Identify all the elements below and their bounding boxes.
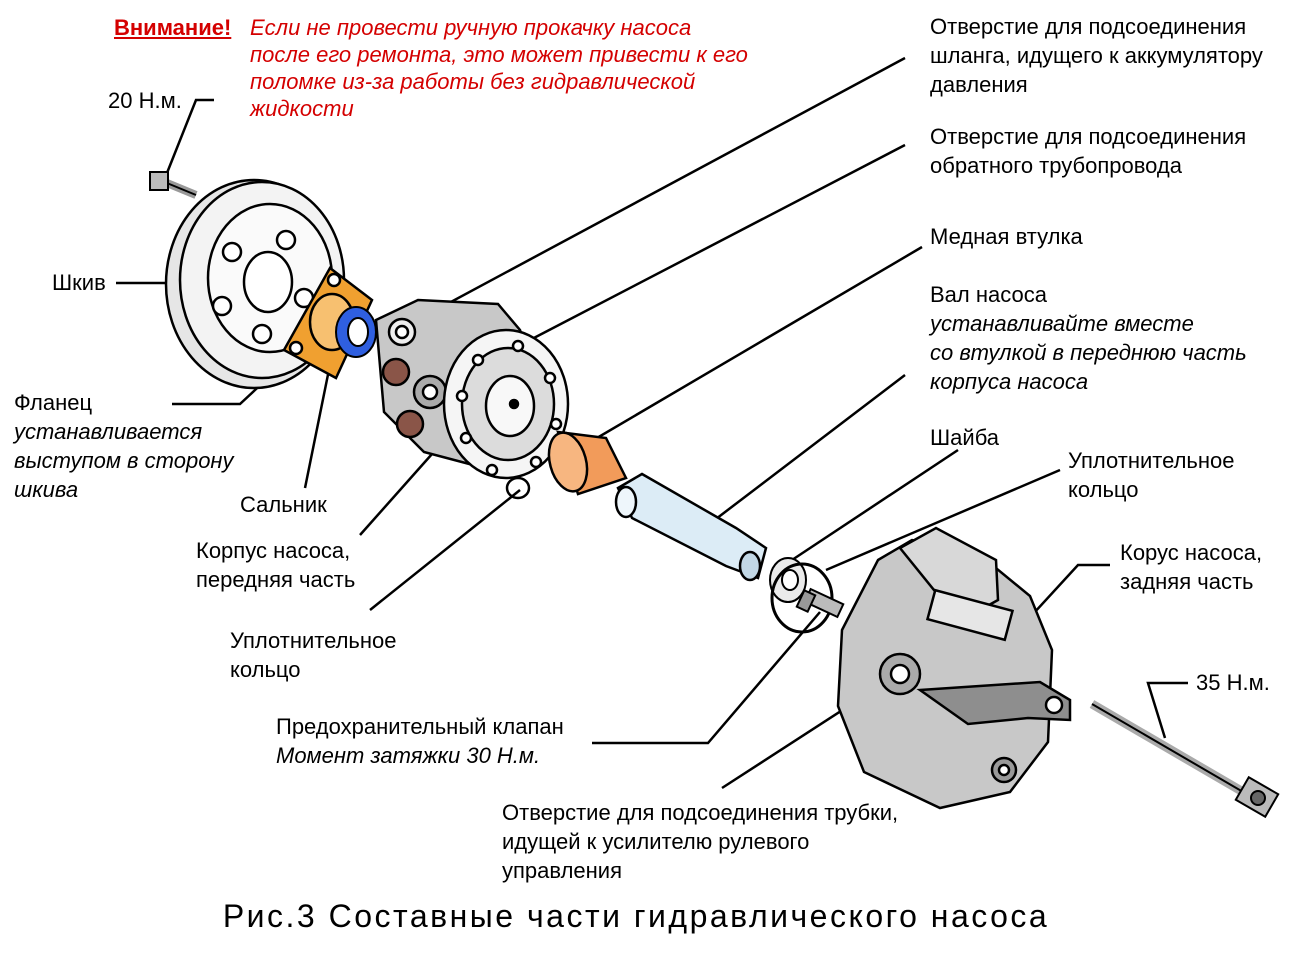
- long-bolt-part: [1089, 700, 1280, 819]
- label-copper-bushing: Медная втулка: [930, 224, 1083, 249]
- leader-front-housing: [359, 444, 441, 536]
- return-port-line-2: обратного трубопровода: [930, 153, 1182, 178]
- label-accumulator-port: Отверстие для подсоединения шланга, идущ…: [930, 12, 1263, 99]
- label-front-housing: Корпус насоса, передняя часть: [196, 536, 355, 594]
- rear-housing-line-1: Корус насоса,: [1120, 540, 1263, 565]
- leader-shaft: [711, 374, 906, 523]
- label-torque-long-bolt: 35 Н.м.: [1196, 670, 1270, 695]
- outlet-port-line-3: управления: [502, 858, 622, 883]
- leader-accumulator-port: [394, 56, 906, 334]
- o-ring-front-line-2: кольцо: [230, 657, 301, 682]
- warning-line-1: Если не провести ручную прокачку насоса: [250, 15, 692, 40]
- shaft-name: Вал насоса: [930, 282, 1047, 307]
- leader-o-ring-front: [369, 489, 521, 611]
- relief-valve-note: Момент затяжки 30 Н.м.: [276, 743, 541, 768]
- relief-valve-part: [795, 587, 845, 619]
- rear-housing-part: [836, 526, 1072, 810]
- flange-note-2: выступом в сторону: [14, 448, 234, 473]
- label-o-ring-rear: Уплотнительное кольцо: [1068, 446, 1235, 504]
- shaft-part: [614, 472, 768, 582]
- label-torque-pulley-bolt: 20 Н.м.: [108, 88, 182, 113]
- warning-line-4: жидкости: [250, 96, 354, 121]
- pulley-bolt: [149, 171, 198, 199]
- label-outlet-port: Отверстие для подсоединения трубки, идущ…: [502, 798, 898, 885]
- warning-line-2: после его ремонта, это может привести к …: [250, 42, 748, 67]
- front-housing-line-1: Корпус насоса,: [196, 538, 351, 563]
- label-shaft: Вал насоса устанавливайте вместе со втул…: [930, 280, 1247, 396]
- accumulator-port-line-1: Отверстие для подсоединения: [930, 14, 1247, 39]
- leader-o-ring-rear: [825, 468, 1061, 572]
- leader-copper-bushing: [584, 245, 923, 447]
- outlet-port-line-1: Отверстие для подсоединения трубки,: [502, 800, 899, 825]
- label-washer: Шайба: [930, 425, 1000, 450]
- front-housing-line-2: передняя часть: [196, 567, 356, 592]
- rear-housing-line-2: задняя часть: [1120, 569, 1254, 594]
- label-relief-valve: Предохранительный клапан Момент затяжки …: [276, 712, 564, 770]
- warning-label: Внимание!: [114, 15, 232, 40]
- figure-caption: Рис.3 Составные части гидравлического на…: [222, 898, 1050, 934]
- label-return-port: Отверстие для подсоединения обратного тр…: [930, 122, 1246, 180]
- pulley: [164, 178, 346, 390]
- oil-seal-part: [335, 306, 377, 358]
- label-pulley: Шкив: [52, 270, 106, 295]
- label-rear-housing: Корус насоса, задняя часть: [1120, 538, 1262, 596]
- washer-part: [769, 557, 807, 603]
- o-ring-rear-line-1: Уплотнительное: [1068, 448, 1235, 473]
- leader-washer: [791, 448, 959, 562]
- relief-valve-name: Предохранительный клапан: [276, 714, 564, 739]
- o-ring-front-part: [505, 476, 531, 500]
- outlet-port-line-2: идущей к усилителю рулевого: [502, 829, 810, 854]
- label-oil-seal: Сальник: [240, 492, 327, 517]
- o-ring-rear-line-2: кольцо: [1068, 477, 1139, 502]
- front-housing-part: [374, 298, 570, 480]
- copper-bushing-part: [547, 430, 628, 496]
- flange-name: Фланец: [14, 390, 93, 415]
- warning-line-3: поломке из-за работы без гидравлической: [250, 69, 696, 94]
- label-o-ring-front: Уплотнительное кольцо: [230, 626, 397, 684]
- leader-relief-valve: [592, 611, 821, 745]
- leader-torque-pulley-bolt: [163, 98, 214, 179]
- shaft-note-1: устанавливайте вместе: [930, 311, 1194, 336]
- accumulator-port-line-2: шланга, идущего к аккумулятору: [930, 43, 1263, 68]
- leader-long-bolt: [1146, 681, 1188, 739]
- flange-note-1: устанавливается: [14, 419, 203, 444]
- label-flange: Фланец устанавливается выступом в сторон…: [14, 388, 234, 504]
- accumulator-port-line-3: давления: [930, 72, 1028, 97]
- o-ring-front-line-1: Уплотнительное: [230, 628, 397, 653]
- return-port-line-1: Отверстие для подсоединения: [930, 124, 1247, 149]
- shaft-note-2: со втулкой в переднюю часть: [930, 340, 1247, 365]
- flange-note-3: шкива: [14, 477, 79, 502]
- shaft-note-3: корпуса насоса: [930, 369, 1089, 394]
